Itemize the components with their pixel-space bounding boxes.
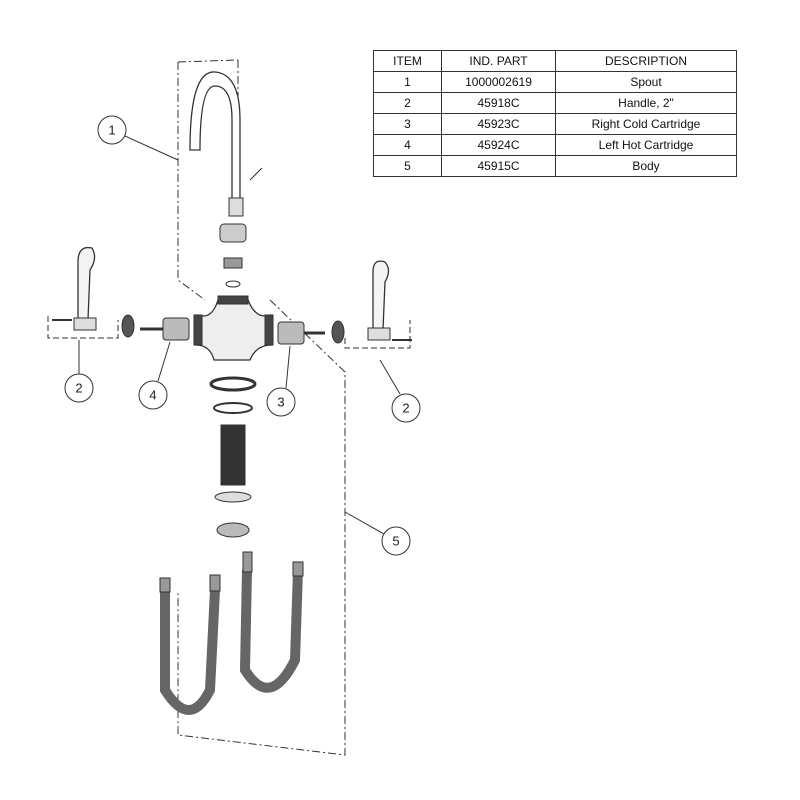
description-cell: Right Cold Cartridge xyxy=(555,113,737,135)
callout-label: 2 xyxy=(75,381,82,396)
callout-label: 5 xyxy=(392,534,399,549)
body-washer xyxy=(209,376,257,392)
part-cell: 45915C xyxy=(441,155,556,177)
assembly-line-right-handle xyxy=(344,320,411,349)
callout-label: 2 xyxy=(402,401,409,416)
item-cell: 5 xyxy=(373,155,442,177)
faucet-body xyxy=(195,299,273,361)
callout-4 xyxy=(138,380,168,410)
item-cell: 4 xyxy=(373,134,442,156)
supply-hose-right xyxy=(239,569,303,693)
callout-2-left xyxy=(64,373,94,403)
callout-3 xyxy=(266,387,296,417)
right-handle xyxy=(372,260,390,331)
callout-label: 4 xyxy=(149,388,156,403)
description-cell: Left Hot Cartridge xyxy=(555,134,737,156)
left-handle xyxy=(77,246,96,321)
header-description: DESCRIPTION xyxy=(555,50,737,72)
part-cell: 45923C xyxy=(441,113,556,135)
callout-label: 1 xyxy=(108,123,115,138)
right-cartridge xyxy=(277,321,305,345)
assembly-line-left-handle xyxy=(47,316,119,339)
callout-2-right xyxy=(391,393,421,423)
part-cell: 45918C xyxy=(441,92,556,114)
part-cell: 45924C xyxy=(441,134,556,156)
mounting-shank xyxy=(220,424,246,486)
spout-nut xyxy=(219,223,247,243)
item-cell: 2 xyxy=(373,92,442,114)
table-header-row: ITEM IND. PART DESCRIPTION xyxy=(373,50,737,72)
spout xyxy=(189,71,241,201)
item-cell: 3 xyxy=(373,113,442,135)
header-item: ITEM xyxy=(373,50,442,72)
left-cartridge xyxy=(162,317,190,341)
description-cell: Body xyxy=(555,155,737,177)
description-cell: Spout xyxy=(555,71,737,93)
item-cell: 1 xyxy=(373,71,442,93)
callout-1 xyxy=(97,115,127,145)
locknut xyxy=(216,522,250,538)
callout-label: 3 xyxy=(277,395,284,410)
description-cell: Handle, 2" xyxy=(555,92,737,114)
part-cell: 1000002619 xyxy=(441,71,556,93)
header-part: IND. PART xyxy=(441,50,556,72)
callout-5 xyxy=(381,526,411,556)
supply-hose-left xyxy=(160,589,220,715)
assembly-line-body xyxy=(177,299,346,756)
